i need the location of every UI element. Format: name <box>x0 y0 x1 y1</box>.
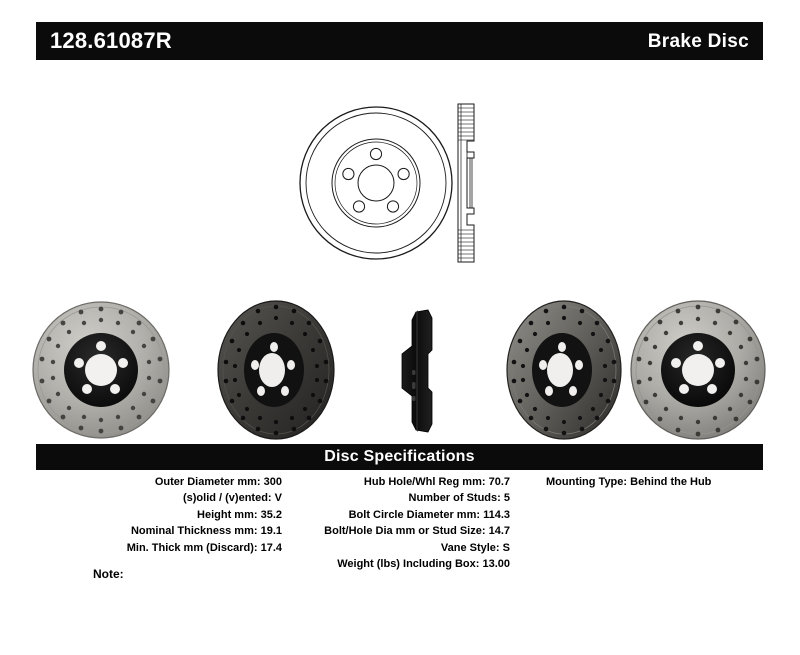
spec-title: Disc Specifications <box>324 448 475 465</box>
spec-row: Number of Studs: 5 <box>288 490 510 506</box>
spec-label: Weight (lbs) Including Box: <box>337 558 483 571</box>
header-bar: 128.61087R Brake Disc <box>36 22 763 60</box>
product-photo-strip <box>0 296 800 444</box>
rotor-cross-section-line-drawing <box>457 103 475 263</box>
spec-label: Bolt Circle Diameter mm: <box>348 508 484 521</box>
drilled-rotor-angled-left-photo <box>494 296 644 441</box>
part-number-label: 128.61087R <box>50 28 172 53</box>
spec-label: Vane Style: <box>440 541 503 554</box>
spec-value: V <box>274 492 282 505</box>
spec-value: 70.7 <box>488 476 510 488</box>
disc-specifications-panel: Disc Specifications Outer Diameter mm: 3… <box>36 444 763 624</box>
spec-value: S <box>502 541 510 554</box>
spec-label: Height mm: <box>197 508 261 521</box>
drilled-rotor-angled-dark-photo <box>204 296 354 441</box>
spec-label: Mounting Type: <box>546 476 631 488</box>
note-label: Note: <box>93 567 124 581</box>
spec-row: Weight (lbs) Including Box: 13.00 <box>288 556 510 572</box>
spec-column-left: Outer Diameter mm: 300 (s)olid / (v)ente… <box>36 474 288 572</box>
rotor-edge-profile-photo <box>372 296 482 441</box>
spec-row: Vane Style: S <box>288 540 510 556</box>
drilled-rotor-front-face-photo <box>26 296 176 441</box>
spec-value: Behind the Hub <box>630 476 712 488</box>
product-type-label: Brake Disc <box>647 30 749 52</box>
spec-value: 13.00 <box>482 558 510 571</box>
spec-label: (s)olid / (v)ented: <box>182 492 275 505</box>
spec-row: Height mm: 35.2 <box>36 507 282 523</box>
spec-row: Outer Diameter mm: 300 <box>36 474 282 490</box>
spec-row: (s)olid / (v)ented: V <box>36 490 282 506</box>
technical-drawing <box>298 92 513 277</box>
spec-value: 19.1 <box>260 525 282 538</box>
spec-title-bar: Disc Specifications <box>36 444 763 470</box>
spec-label: Min. Thick mm (Discard): <box>126 541 261 554</box>
spec-row: Hub Hole/Whl Reg mm: 70.7 <box>288 474 510 490</box>
spec-label: Number of Studs: <box>408 492 504 505</box>
spec-value: 17.4 <box>260 541 282 554</box>
spec-row: Min. Thick mm (Discard): 17.4 <box>36 540 282 556</box>
spec-value: 5 <box>503 492 510 505</box>
spec-value: 300 <box>263 476 282 488</box>
spec-label: Hub Hole/Whl Reg mm: <box>363 476 489 488</box>
spec-row: Mounting Type: Behind the Hub <box>546 474 763 490</box>
spec-label: Bolt/Hole Dia mm or Stud Size: <box>324 525 489 538</box>
spec-column-middle: Hub Hole/Whl Reg mm: 70.7 Number of Stud… <box>288 474 518 572</box>
spec-label: Nominal Thickness mm: <box>130 525 261 538</box>
drilled-rotor-front-face-right-photo <box>626 296 776 441</box>
spec-row: Nominal Thickness mm: 19.1 <box>36 523 282 539</box>
spec-value: 35.2 <box>260 508 282 521</box>
spec-label: Outer Diameter mm: <box>154 476 264 488</box>
spec-row: Bolt Circle Diameter mm: 114.3 <box>288 507 510 523</box>
spec-value: 114.3 <box>483 508 510 521</box>
spec-row: Bolt/Hole Dia mm or Stud Size: 14.7 <box>288 523 510 539</box>
spec-columns: Outer Diameter mm: 300 (s)olid / (v)ente… <box>36 474 763 572</box>
spec-column-right: Mounting Type: Behind the Hub <box>518 474 763 572</box>
note-area: Note: <box>36 568 763 608</box>
rotor-face-line-drawing <box>299 106 453 260</box>
spec-value: 14.7 <box>488 525 510 538</box>
